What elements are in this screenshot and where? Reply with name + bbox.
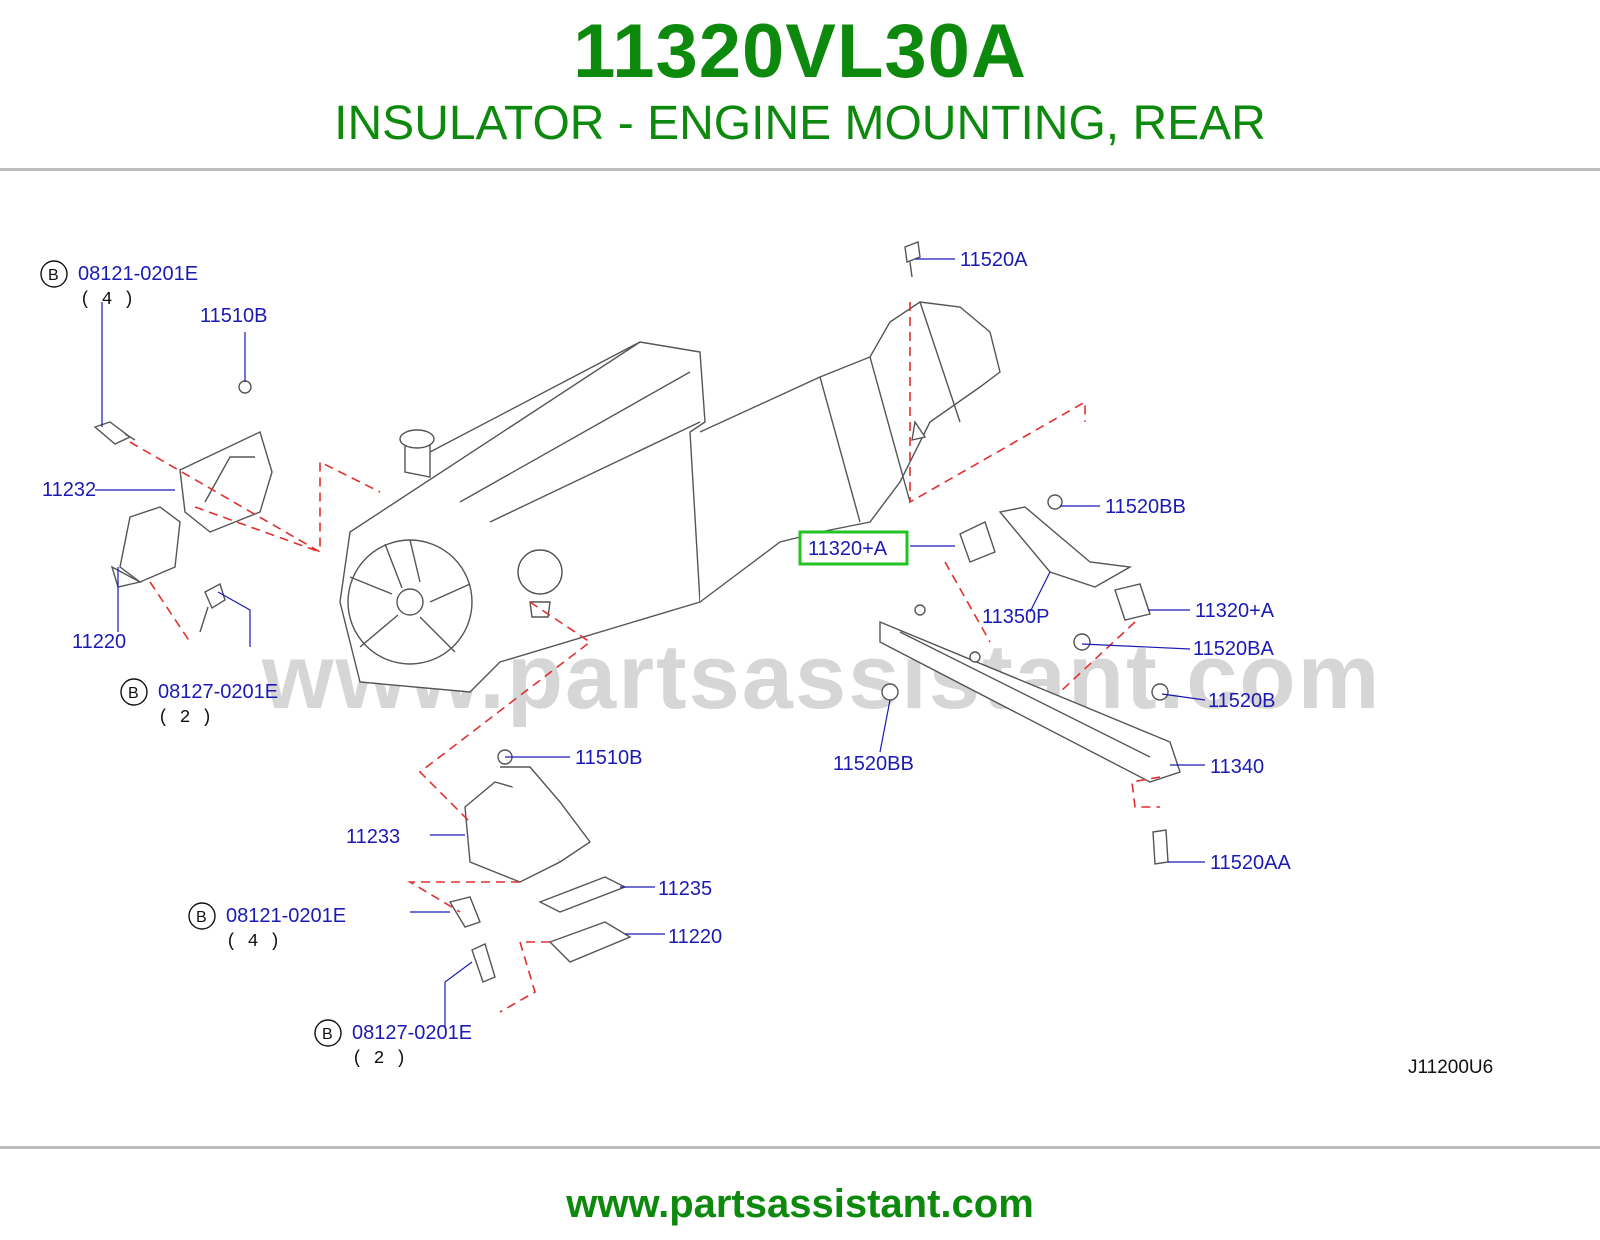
callout-label[interactable]: 08121-0201E — [78, 263, 198, 285]
page-header: 11320VL30A INSULATOR - ENGINE MOUNTING, … — [0, 0, 1600, 170]
callout-label[interactable]: 11510B — [200, 305, 267, 327]
callout-label[interactable]: 11520A — [960, 249, 1028, 271]
callout-label[interactable]: 11520BB — [1105, 496, 1186, 518]
callout-label[interactable]: 11220 — [668, 926, 722, 948]
engine-transmission-drawing — [339, 301, 1001, 693]
callout-label[interactable]: 11520B — [1208, 690, 1275, 712]
lower-bracket-drawing — [448, 749, 632, 983]
callout-label[interactable]: 11232 — [42, 479, 96, 501]
callout-qty: ( 2 ) — [352, 1049, 406, 1069]
callout-label[interactable]: 11220 — [72, 631, 126, 653]
bolt-marker-label-2: B — [128, 685, 139, 702]
callout-label[interactable]: 08127-0201E — [352, 1022, 472, 1044]
callout-label-highlighted[interactable]: 11320+A — [808, 538, 888, 560]
callout-label[interactable]: 11350P — [982, 606, 1049, 628]
footer-divider — [0, 1146, 1600, 1149]
bolt-marker-label-4: B — [322, 1026, 333, 1043]
callout-label[interactable]: 11235 — [658, 878, 712, 900]
part-description: INSULATOR - ENGINE MOUNTING, REAR — [334, 97, 1266, 150]
bolt-marker-label-3: B — [196, 909, 207, 926]
callout-label[interactable]: 08127-0201E — [158, 681, 278, 703]
callout-qty: ( 4 ) — [80, 290, 134, 310]
highlight-box — [798, 530, 909, 566]
bolt-marker-label-1: B — [48, 267, 59, 284]
callout-label[interactable]: 11340 — [1210, 756, 1264, 778]
callout-label[interactable]: 11520BA — [1193, 638, 1274, 660]
drawing-id: J11200U6 — [1408, 1057, 1493, 1078]
callout-qty: ( 2 ) — [158, 708, 212, 728]
callout-label[interactable]: 11520BB — [833, 753, 914, 775]
callout-label[interactable]: 11320+A — [1195, 600, 1275, 622]
callout-label[interactable]: 11520AA — [1210, 852, 1291, 874]
bolt-marker-4 — [314, 1019, 342, 1047]
header-divider — [0, 168, 1600, 171]
parts-diagram: www.partsassistant.com — [0, 222, 1600, 1132]
part-number-title: 11320VL30A — [573, 9, 1027, 94]
left-mount-drawing — [93, 380, 273, 633]
bolt-type-markers — [40, 260, 342, 1047]
crossmember-drawing — [879, 241, 1181, 865]
footer-website[interactable]: www.partsassistant.com — [566, 1182, 1034, 1226]
bolt-marker-3 — [188, 902, 216, 930]
diagram-canvas: www.partsassistant.com — [40, 241, 1493, 1078]
callout-label[interactable]: 08121-0201E — [226, 905, 346, 927]
callout-label[interactable]: 11510B — [575, 747, 642, 769]
callout-label[interactable]: 11233 — [346, 826, 400, 848]
leader-lines — [95, 258, 1206, 1027]
callout-qty: ( 4 ) — [226, 932, 280, 952]
dashed-guide-lines — [129, 302, 1161, 1013]
bolt-marker-2 — [120, 678, 148, 706]
bolt-marker-1 — [40, 260, 68, 288]
